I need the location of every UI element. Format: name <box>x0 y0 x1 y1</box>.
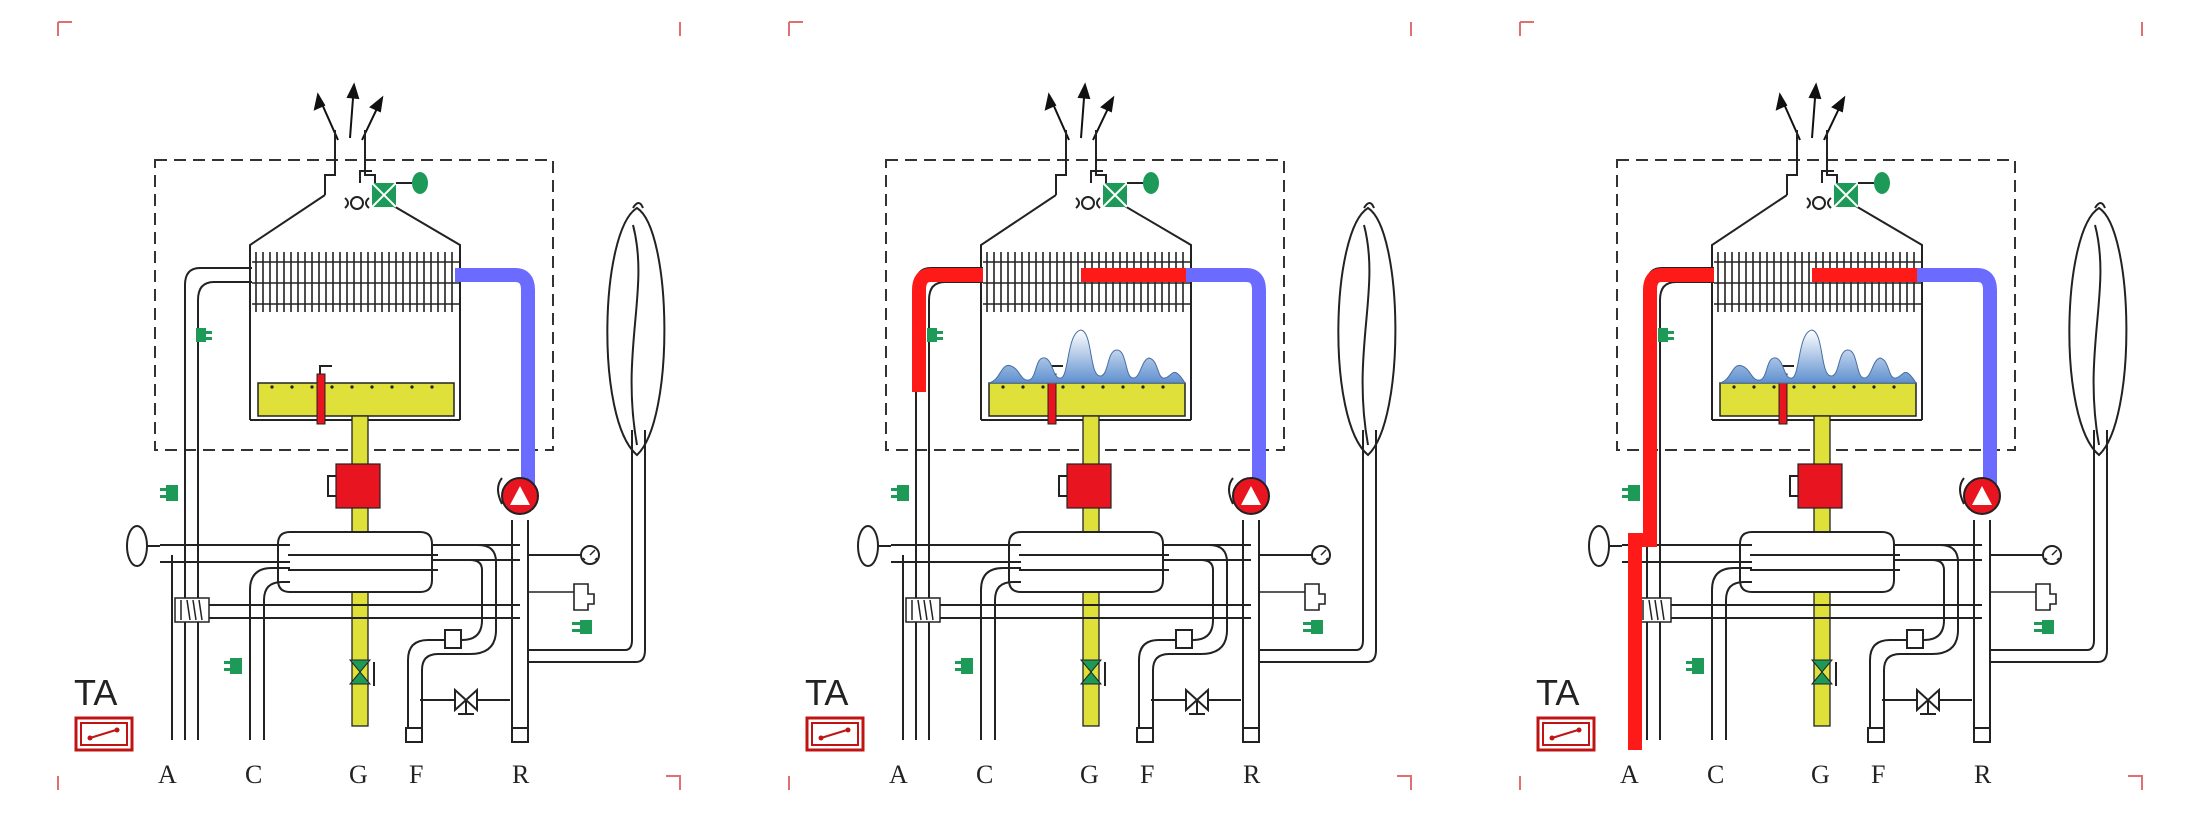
drain-tap-icon <box>857 525 891 567</box>
port-label-a: A <box>889 760 908 789</box>
port-label-f: F <box>1140 760 1154 789</box>
bypass-valve-icon <box>1185 687 1209 715</box>
port-label-g: G <box>1080 760 1099 789</box>
pressure-gauge-icon <box>1990 545 2062 565</box>
drain-tap-icon <box>1588 525 1622 567</box>
port-label-a: A <box>1620 760 1639 789</box>
fan-icon <box>344 170 428 210</box>
return-pipe <box>455 268 535 485</box>
safety-valve-icon <box>1990 583 2057 611</box>
port-label-a: A <box>158 760 177 789</box>
port-label-c: C <box>1707 760 1724 789</box>
filter-icon <box>174 597 210 623</box>
filter-icon <box>1636 597 1672 623</box>
pressure-gauge-icon <box>528 545 600 565</box>
ta-label: TA <box>74 672 117 713</box>
ta-label: TA <box>805 672 848 713</box>
sensor-icon <box>891 328 1323 674</box>
boiler-panel-2: TA A C G F R <box>788 21 1412 790</box>
fan-icon <box>1075 170 1159 210</box>
pressure-gauge-icon <box>1259 545 1331 565</box>
heat-exchanger <box>983 261 1191 305</box>
port-label-r: R <box>512 760 530 789</box>
heat-exchanger <box>252 261 460 305</box>
gas-tap-icon <box>348 659 375 686</box>
fan-icon <box>1806 170 1890 210</box>
bypass-valve-icon <box>454 687 478 715</box>
bypass-valve-icon <box>1916 687 1940 715</box>
burner <box>257 382 455 417</box>
boiler-panel-3: TA A C G F R <box>1519 21 2143 790</box>
return-pipe <box>1186 268 1266 485</box>
gas-valve-icon <box>335 463 381 509</box>
port-label-g: G <box>1811 760 1830 789</box>
gas-valve-icon <box>1797 463 1843 509</box>
sensor-icon <box>160 328 592 674</box>
port-label-f: F <box>409 760 423 789</box>
flame-icon <box>988 329 1186 384</box>
pump-icon <box>497 477 539 515</box>
pump-icon <box>1228 477 1270 515</box>
expansion-vessel-icon <box>2068 202 2128 457</box>
pump-icon <box>1959 477 2001 515</box>
burner <box>988 382 1186 417</box>
room-thermostat-icon[interactable] <box>74 716 134 752</box>
safety-valve-icon <box>528 583 595 611</box>
port-label-c: C <box>976 760 993 789</box>
flame-icon <box>1719 329 1917 384</box>
ta-label: TA <box>1536 672 1579 713</box>
room-thermostat-icon[interactable] <box>1536 716 1596 752</box>
room-thermostat-icon[interactable] <box>805 716 865 752</box>
drain-tap-icon <box>126 525 160 567</box>
return-pipe <box>1917 268 1997 485</box>
gas-tap-icon <box>1810 659 1837 686</box>
port-label-r: R <box>1974 760 1992 789</box>
port-label-r: R <box>1243 760 1261 789</box>
port-label-f: F <box>1871 760 1885 789</box>
sensor-icon <box>1622 328 2054 674</box>
filter-icon <box>905 597 941 623</box>
expansion-vessel-icon <box>606 202 666 457</box>
port-label-g: G <box>349 760 368 789</box>
expansion-vessel-icon <box>1337 202 1397 457</box>
burner <box>1719 382 1917 417</box>
gas-tap-icon <box>1079 659 1106 686</box>
safety-valve-icon <box>1259 583 1326 611</box>
boiler-panel-1: TA A C G F R <box>57 21 681 790</box>
port-label-c: C <box>245 760 262 789</box>
gas-valve-icon <box>1066 463 1112 509</box>
heat-exchanger <box>1714 261 1922 305</box>
